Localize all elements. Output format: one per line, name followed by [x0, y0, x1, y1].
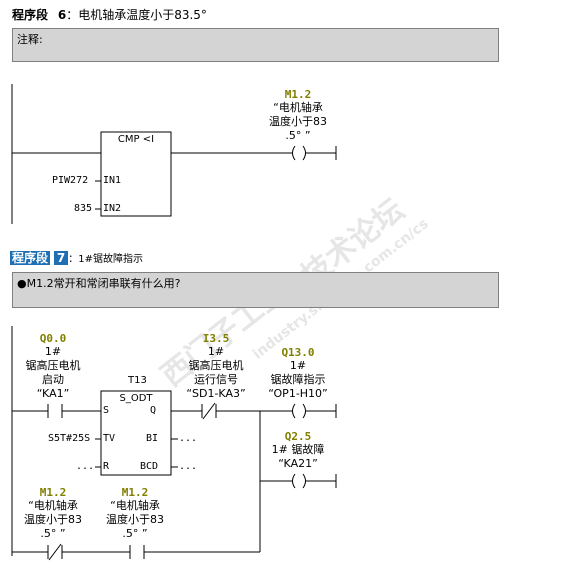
timer-tv-value[interactable]: S5T#25S [48, 433, 91, 444]
coil-address: Q13.0 [281, 346, 315, 359]
contact-symbol-line: “SD1-KA3” [186, 387, 246, 400]
contact-symbol-line: 锯高压电机 [188, 359, 244, 372]
coil-symbol-line: 1# 锯故障 [271, 443, 325, 456]
coil-symbol-line: 锯故障指示 [270, 373, 326, 386]
network-title: ：电机轴承温度小于83.5° [66, 8, 207, 22]
network-7-comment[interactable]: ●M1.2常开和常闭串联有什么用? [12, 272, 499, 308]
timer-type: S_ODT [119, 393, 153, 404]
coil-q13-0[interactable] [288, 402, 310, 420]
contact-address: I3.5 [202, 332, 230, 345]
comment-label: 注释: [17, 33, 43, 46]
network-6-comment[interactable]: 注释: [12, 28, 499, 62]
contact-address: M1.2 [39, 486, 67, 499]
contact-m1-2-nc[interactable] [44, 543, 66, 561]
network-6-header[interactable]: 程序段 6：电机轴承温度小于83.5° [12, 6, 207, 23]
network-label: 程序段 [10, 251, 51, 265]
contact-symbol-line: 1# [44, 345, 62, 358]
timer-bi-operand[interactable]: ... [179, 433, 198, 444]
coil-q2-5-label[interactable]: Q2.5 1# 锯故障 “KA21” [256, 430, 340, 471]
contact-symbol-line: .5° ” [40, 527, 66, 540]
timer-name[interactable]: T13 [128, 375, 147, 386]
contact-symbol-line: “电机轴承 [110, 499, 160, 512]
coil-symbol-line: 1# [289, 359, 307, 372]
contact-m1-2-no[interactable] [126, 543, 148, 561]
cmp-in1-pin: IN1 [103, 175, 122, 186]
timer-pin-tv: TV [103, 433, 116, 444]
timer-pin-q: Q [150, 405, 157, 416]
contact-symbol-line: 温度小于83 [106, 513, 164, 526]
cmp-in1-operand[interactable]: PIW272 [52, 175, 89, 186]
coil-m1-2-label[interactable]: M1.2 “电机轴承 温度小于83 .5° ” [250, 88, 346, 143]
timer-pin-bcd: BCD [140, 461, 159, 472]
timer-bcd-operand[interactable]: ... [179, 461, 198, 472]
contact-i3-5-label[interactable]: I3.5 1# 锯高压电机 运行信号 “SD1-KA3” [170, 332, 262, 401]
contact-symbol-line: “电机轴承 [28, 499, 78, 512]
timer-pin-r: R [103, 461, 110, 472]
cmp-in2-operand[interactable]: 835 [74, 203, 93, 214]
coil-m1-2[interactable] [288, 144, 310, 162]
comment-text: ●M1.2常开和常闭串联有什么用? [17, 277, 181, 290]
coil-symbol-line: “OP1-H10” [268, 387, 328, 400]
coil-symbol-line: 温度小于83 [269, 115, 327, 128]
coil-symbol-line: “电机轴承 [273, 101, 323, 114]
contact-symbol-line: 1# [207, 345, 225, 358]
contact-m1-2-no-label[interactable]: M1.2 “电机轴承 温度小于83 .5° ” [90, 486, 180, 541]
coil-symbol-line: “KA21” [278, 457, 318, 470]
cmp-in2-pin: IN2 [103, 203, 122, 214]
contact-symbol-line: 运行信号 [194, 373, 238, 386]
contact-symbol-line: 温度小于83 [24, 513, 82, 526]
coil-q2-5[interactable] [288, 472, 310, 490]
timer-pin-bi: BI [146, 433, 159, 444]
coil-address: M1.2 [284, 88, 312, 101]
coil-symbol-line: .5° ” [285, 129, 311, 142]
contact-i3-5-nc[interactable] [198, 402, 220, 420]
contact-address: Q0.0 [39, 332, 67, 345]
timer-r-operand[interactable]: ... [76, 461, 95, 472]
contact-symbol-line: .5° ” [122, 527, 148, 540]
coil-address: Q2.5 [284, 430, 312, 443]
network-number: 7 [53, 251, 69, 265]
contact-m1-2-nc-label[interactable]: M1.2 “电机轴承 温度小于83 .5° ” [8, 486, 98, 541]
contact-address: M1.2 [121, 486, 149, 499]
cmp-block-title[interactable]: CMP <I [117, 134, 155, 145]
contact-symbol-line: 启动 [42, 373, 64, 386]
coil-q13-0-label[interactable]: Q13.0 1# 锯故障指示 “OP1-H10” [256, 346, 340, 401]
contact-q0-0-label[interactable]: Q0.0 1# 锯高压电机 启动 “KA1” [10, 332, 96, 401]
contact-symbol-line: “KA1” [36, 387, 70, 400]
network-label: 程序段 [12, 8, 49, 22]
contact-symbol-line: 锯高压电机 [25, 359, 81, 372]
network-number: 6 [57, 8, 67, 22]
network-title: ：1#锯故障指示 [68, 254, 143, 265]
network-7-header[interactable]: 程序段 7：1#锯故障指示 [10, 249, 143, 266]
timer-pin-s: S [103, 405, 110, 416]
contact-q0-0[interactable] [44, 402, 66, 420]
